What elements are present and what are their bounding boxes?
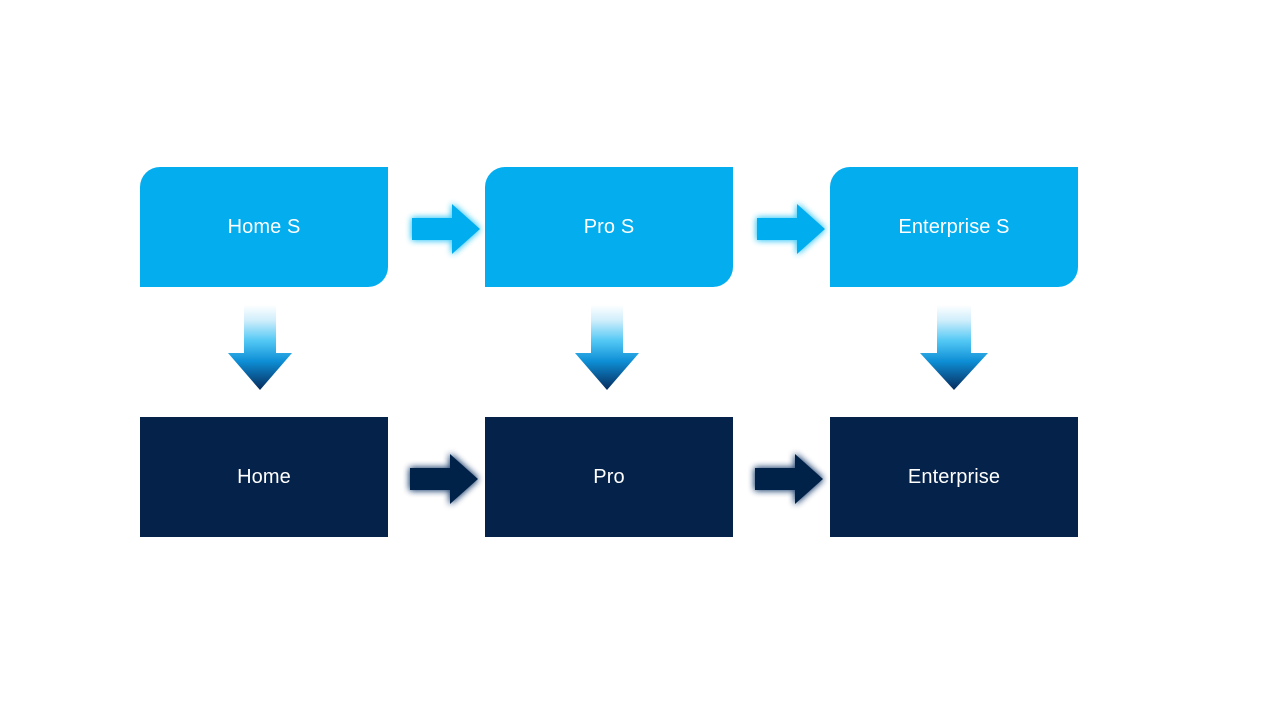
arrow-enterprise-s-to-enterprise bbox=[918, 305, 990, 395]
node-label: Pro S bbox=[583, 216, 635, 238]
arrow-home-s-to-pro-s bbox=[404, 198, 486, 260]
arrow-right-icon bbox=[757, 204, 825, 254]
arrow-right-icon bbox=[410, 454, 478, 504]
arrow-pro-s-to-enterprise-s bbox=[749, 198, 831, 260]
node-enterprise[interactable]: Enterprise bbox=[830, 417, 1078, 537]
node-label: Enterprise S bbox=[898, 216, 1010, 238]
arrow-right-icon bbox=[412, 204, 480, 254]
node-label: Enterprise bbox=[907, 466, 1001, 488]
arrow-down-icon bbox=[228, 305, 292, 390]
node-label: Home bbox=[237, 466, 291, 488]
arrow-down-icon bbox=[575, 305, 639, 390]
node-pro[interactable]: Pro bbox=[485, 417, 733, 537]
node-label: Home S bbox=[227, 216, 301, 238]
node-home[interactable]: Home bbox=[140, 417, 388, 537]
node-label: Pro bbox=[593, 466, 625, 488]
arrow-right-icon bbox=[755, 454, 823, 504]
node-enterprise-s[interactable]: Enterprise S bbox=[830, 167, 1078, 287]
arrow-pro-s-to-pro bbox=[572, 305, 642, 395]
node-home-s[interactable]: Home S bbox=[140, 167, 388, 287]
arrow-pro-to-enterprise bbox=[747, 448, 829, 510]
arrow-down-icon bbox=[920, 305, 988, 390]
arrow-home-s-to-home bbox=[225, 305, 295, 395]
node-pro-s[interactable]: Pro S bbox=[485, 167, 733, 287]
arrow-home-to-pro bbox=[402, 448, 484, 510]
